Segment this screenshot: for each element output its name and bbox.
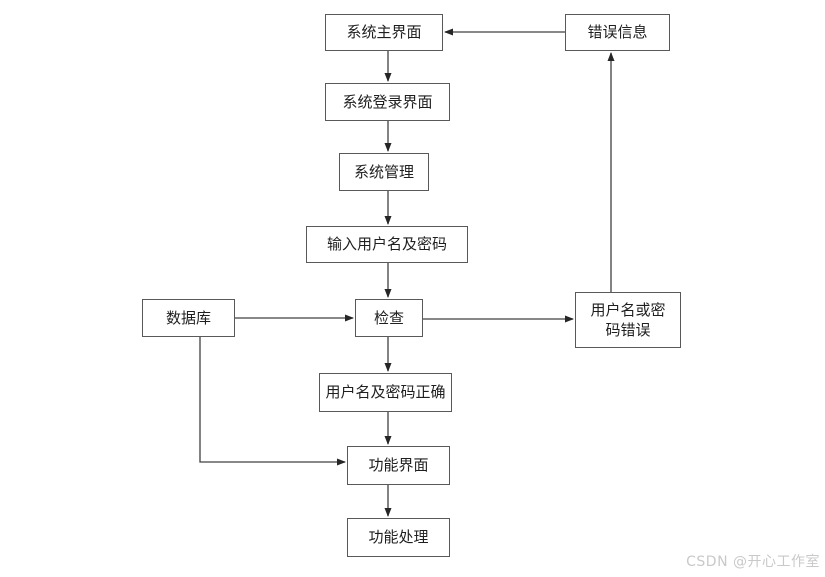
flow-node-main-interface: 系统主界面 xyxy=(325,14,443,51)
flow-node-label: 用户名及密码正确 xyxy=(325,383,446,402)
flow-node-label: 功能处理 xyxy=(368,528,429,547)
flow-node-function-processing: 功能处理 xyxy=(347,518,450,557)
flow-node-label: 错误信息 xyxy=(587,23,648,42)
flow-edge-database-to-function-interface xyxy=(199,337,346,466)
flow-node-label: 功能界面 xyxy=(368,456,429,475)
flow-node-input-credentials: 输入用户名及密码 xyxy=(306,226,468,263)
flow-node-system-management: 系统管理 xyxy=(339,153,429,191)
flow-node-label: 系统登录界面 xyxy=(342,92,433,111)
flow-node-correct-credentials: 用户名及密码正确 xyxy=(319,373,452,412)
flow-node-label: 系统管理 xyxy=(353,162,414,181)
flow-node-function-interface: 功能界面 xyxy=(347,446,450,485)
flow-node-check: 检查 xyxy=(355,299,423,337)
flow-node-database: 数据库 xyxy=(142,299,235,337)
flow-node-error-info: 错误信息 xyxy=(565,14,670,51)
flow-node-label: 检查 xyxy=(373,308,404,327)
flow-node-label: 数据库 xyxy=(165,308,211,327)
flow-node-wrong-credentials: 用户名或密 码错误 xyxy=(575,292,681,348)
flow-node-label: 用户名或密 码错误 xyxy=(590,300,666,339)
flow-node-login-interface: 系统登录界面 xyxy=(325,83,450,121)
flow-node-label: 输入用户名及密码 xyxy=(326,235,447,254)
csdn-watermark: CSDN @开心工作室 xyxy=(686,554,820,570)
flow-node-label: 系统主界面 xyxy=(346,23,422,42)
